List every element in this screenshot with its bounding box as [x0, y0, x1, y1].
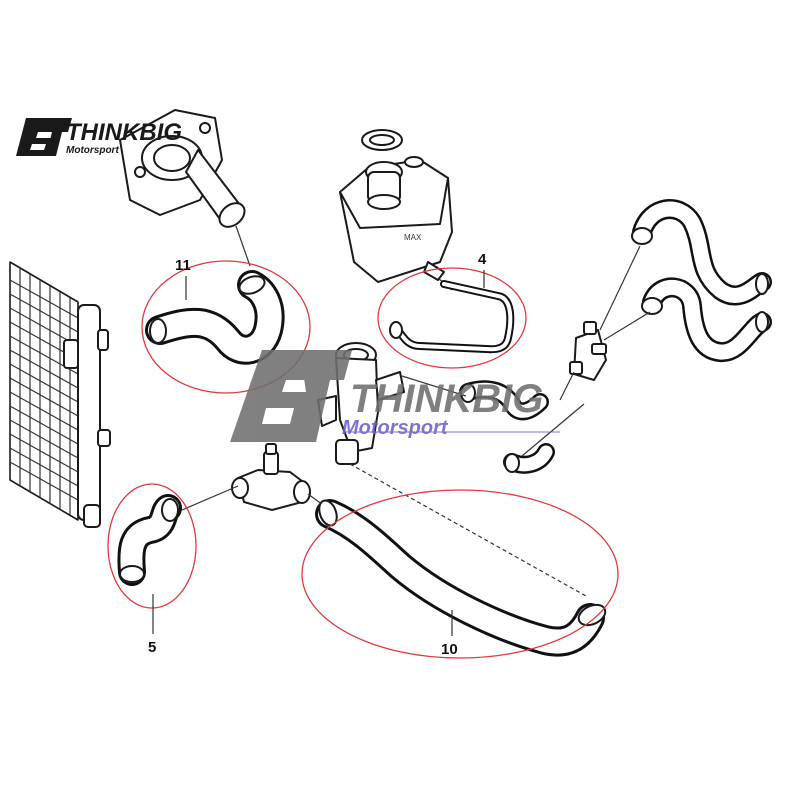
- callout-5: 5: [148, 639, 156, 656]
- logo-brand: THINKBIG: [66, 119, 182, 146]
- small-elbow-hoses: [459, 380, 555, 474]
- leader-lines: [181, 225, 651, 597]
- t-connector: [231, 443, 311, 511]
- radiator: [9, 261, 111, 528]
- heater-hoses: [631, 199, 772, 362]
- highlight-circle-11: [141, 260, 311, 394]
- brand-logo: THINKBIG Motorsport: [16, 118, 182, 156]
- highlight-circle-5: [107, 483, 197, 609]
- water-pump: [119, 109, 246, 228]
- watermark-sub: Motorsport: [342, 417, 449, 439]
- callout-10: 10: [441, 641, 458, 658]
- callout-4: 4: [478, 251, 487, 268]
- callout-11: 11: [175, 257, 191, 274]
- watermark-brand: THINKBIG: [350, 377, 543, 421]
- highlight-circle-4: [377, 267, 527, 369]
- reservoir-label: MAX: [404, 233, 422, 242]
- hose-4: [389, 280, 515, 354]
- watermark: THINKBIG Motorsport: [230, 350, 560, 442]
- highlight-circle-10: [301, 489, 619, 659]
- logo-sub: Motorsport: [66, 145, 119, 156]
- heater-valve: [569, 321, 607, 381]
- expansion-tank: MAX: [339, 129, 453, 283]
- hose-5: [117, 494, 182, 586]
- thermostat-housing: [317, 342, 405, 465]
- hose-11: [145, 270, 285, 365]
- hose-10: [315, 499, 607, 657]
